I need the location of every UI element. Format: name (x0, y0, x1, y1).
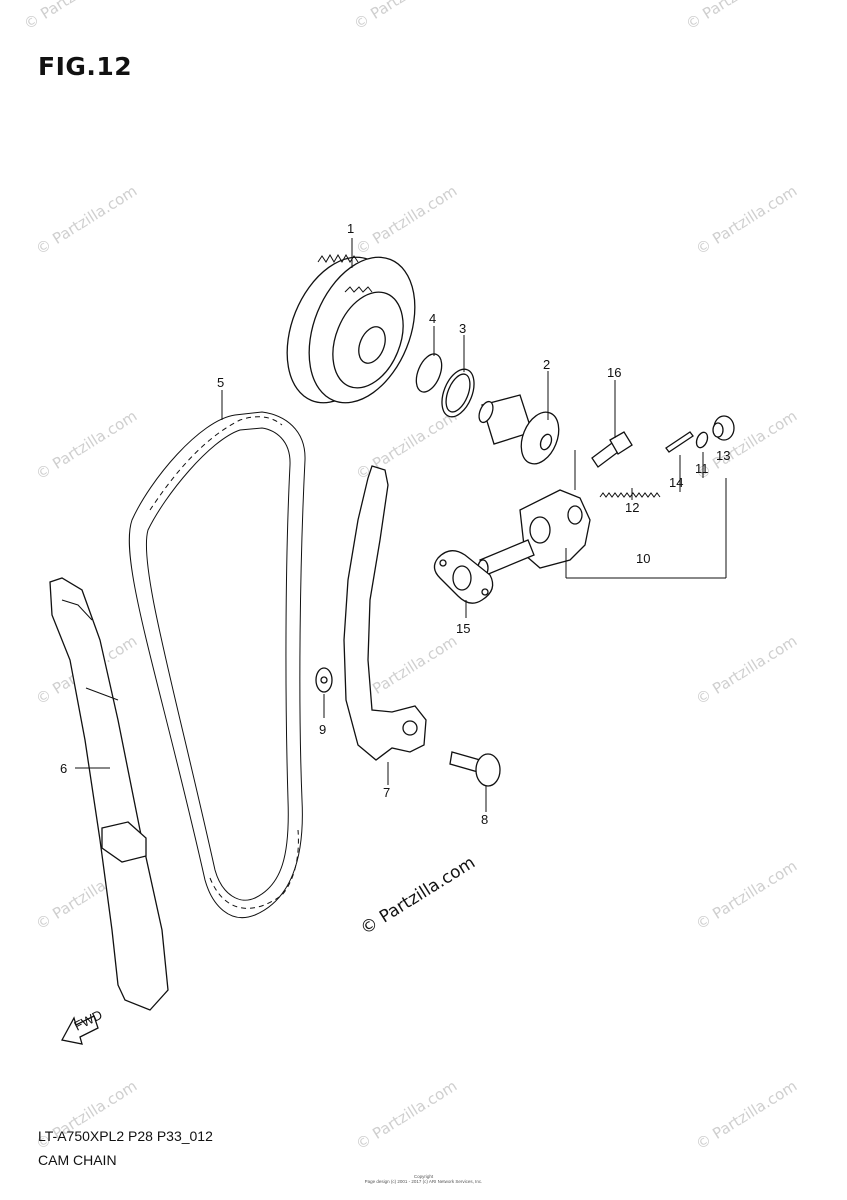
watermark: © Partzilla.com (353, 182, 461, 259)
callout-13: 13 (716, 448, 730, 463)
callout-7: 7 (383, 785, 390, 800)
part-gasket (695, 431, 709, 449)
watermark: © Partzilla.com (351, 0, 459, 33)
part-rod (665, 431, 694, 453)
watermark: © Partzilla.com (33, 182, 141, 259)
part-tensioner-gasket (433, 550, 494, 604)
part-chain-guide (343, 465, 427, 761)
watermark: © Partzilla.com (693, 1077, 801, 1154)
callout-11: 11 (695, 461, 709, 476)
callout-15: 15 (456, 621, 470, 636)
watermark: © Partzilla.com (693, 632, 801, 709)
watermark: © Partzilla.com (33, 407, 141, 484)
copyright-line-1: Copyright (413, 1174, 434, 1179)
figure-name: CAM CHAIN (38, 1152, 117, 1168)
part-washer (415, 353, 443, 393)
copyright-line-2: Page design (c) 2001 - 2017 (c) ARI Netw… (364, 1179, 483, 1184)
callout-6: 6 (60, 761, 67, 776)
watermark: © Partzilla.com (693, 407, 801, 484)
callout-5: 5 (217, 375, 224, 390)
watermark: © Partzilla.com (693, 182, 801, 259)
watermark: © Partzilla.com (683, 0, 791, 33)
callout-3: 3 (459, 321, 466, 336)
forward-arrow-icon: FWD (61, 1007, 105, 1045)
callout-9: 9 (319, 722, 326, 737)
part-cam-chain (128, 411, 306, 918)
callout-10: 10 (636, 551, 650, 566)
copyright-notice: Copyright Page design (c) 2001 - 2017 (c… (0, 1174, 847, 1184)
part-tensioner-adjuster (477, 489, 591, 577)
callout-2: 2 (543, 357, 550, 372)
callout-8: 8 (481, 812, 488, 827)
part-cap-bolt (712, 415, 735, 441)
callout-1: 1 (347, 221, 354, 236)
watermark: © Partzilla.com (693, 857, 801, 934)
part-idler-gear (286, 253, 416, 404)
watermark-main: © Partzilla.com (357, 853, 479, 939)
part-bolt-8 (449, 751, 501, 787)
part-tensioner-guide (49, 577, 169, 1011)
callout-4: 4 (429, 311, 436, 326)
part-spring (599, 492, 661, 498)
part-idler-shaft (478, 394, 560, 465)
figure-title: FIG.12 (38, 52, 133, 81)
watermark: © Partzilla.com (353, 407, 461, 484)
callout-14: 14 (669, 475, 683, 490)
watermark: © Partzilla.com (353, 1077, 461, 1154)
watermark: © Partzilla.com (21, 0, 129, 33)
callout-16: 16 (607, 365, 621, 380)
callout-12: 12 (625, 500, 639, 515)
model-code: LT-A750XPL2 P28 P33_012 (38, 1128, 213, 1144)
callout-layer: 1 2 3 4 5 6 7 8 9 10 11 12 13 14 15 16 (60, 221, 730, 827)
leader-lines (75, 238, 727, 812)
part-bolt-16 (591, 431, 633, 468)
